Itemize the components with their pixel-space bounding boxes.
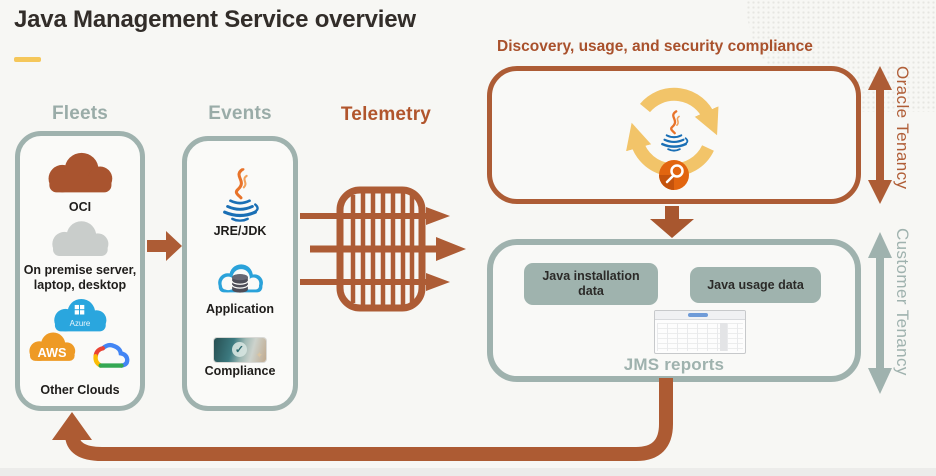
application-label: Application	[205, 302, 275, 317]
other-clouds-label: Other Clouds	[40, 383, 120, 398]
compliance-star-icon: ✦	[255, 350, 263, 361]
report-highlight-column	[720, 323, 727, 351]
customer-tenancy-label: Customer Tenancy	[893, 228, 912, 376]
bottom-strip	[0, 468, 936, 476]
feedback-loop-arrow	[52, 378, 673, 461]
event-item-jre-jdk: JRE/JDK	[213, 168, 267, 239]
java-installation-data-chip: Java installation data	[524, 263, 658, 305]
oracle-tenancy-label: Oracle Tenancy	[893, 66, 912, 190]
compliance-checkmark-icon: ✓	[231, 342, 247, 358]
event-item-compliance: ✓ ✦ Compliance	[204, 338, 276, 379]
compliance-photo-thumbnail: ✓ ✦	[213, 338, 266, 363]
java-logo-icon	[661, 110, 689, 152]
onprem-label: On premise server, laptop, desktop	[24, 263, 137, 293]
report-table-grid	[657, 323, 743, 351]
discovery-cycle-icon	[626, 87, 719, 190]
jms-report-screenshot	[654, 310, 746, 354]
onprem-label-line2: laptop, desktop	[33, 278, 127, 292]
application-cloud-db-icon	[218, 264, 263, 293]
report-blue-button	[688, 313, 708, 317]
events-header: Events	[208, 103, 272, 124]
telemetry-header: Telemetry	[340, 104, 432, 125]
fleet-item-onprem: On premise server, laptop, desktop	[24, 217, 137, 293]
java-usage-data-chip: Java usage data	[690, 267, 821, 303]
fleet-item-oci: OCI	[38, 148, 122, 215]
jms-reports-label: JMS reports	[623, 355, 725, 374]
fleets-header: Fleets	[51, 103, 109, 124]
discovery-to-customer-arrow	[650, 206, 694, 238]
discovery-title: Discovery, usage, and security complianc…	[497, 38, 813, 55]
jre-jdk-label: JRE/JDK	[213, 224, 267, 239]
telemetry-pipeline-icon	[300, 186, 466, 312]
fleet-item-other-clouds: Azure AWS Other Clouds	[21, 295, 139, 398]
oci-cloud-icon	[38, 148, 122, 198]
compliance-label: Compliance	[204, 364, 276, 379]
oracle-tenancy-arrow	[868, 66, 892, 204]
title-accent-dash	[14, 57, 41, 62]
fleets-box: OCI On premise server, laptop, desktop A…	[15, 131, 145, 411]
page-title: Java Management Service overview	[14, 6, 416, 33]
azure-cloud-icon: Azure	[47, 295, 113, 336]
google-cloud-icon	[93, 343, 130, 368]
azure-text: Azure	[70, 319, 91, 328]
events-box: JRE/JDK Application	[182, 136, 298, 411]
event-item-application: Application	[206, 260, 274, 317]
java-logo-icon	[219, 168, 261, 222]
aws-cloud-icon: AWS	[23, 329, 81, 365]
discovery-magnifier-badge	[659, 160, 689, 190]
onprem-cloud-icon	[43, 217, 117, 261]
fleets-to-events-arrow	[147, 231, 182, 261]
onprem-label-line1: On premise server,	[23, 263, 137, 278]
oci-label: OCI	[68, 200, 92, 214]
customer-tenancy-arrow	[868, 232, 892, 394]
customer-tenancy-box: Java installation data Java usage data J…	[487, 239, 861, 382]
discovery-box	[487, 66, 861, 204]
aws-text: AWS	[37, 345, 66, 360]
other-clouds-cluster: Azure AWS	[21, 295, 139, 381]
